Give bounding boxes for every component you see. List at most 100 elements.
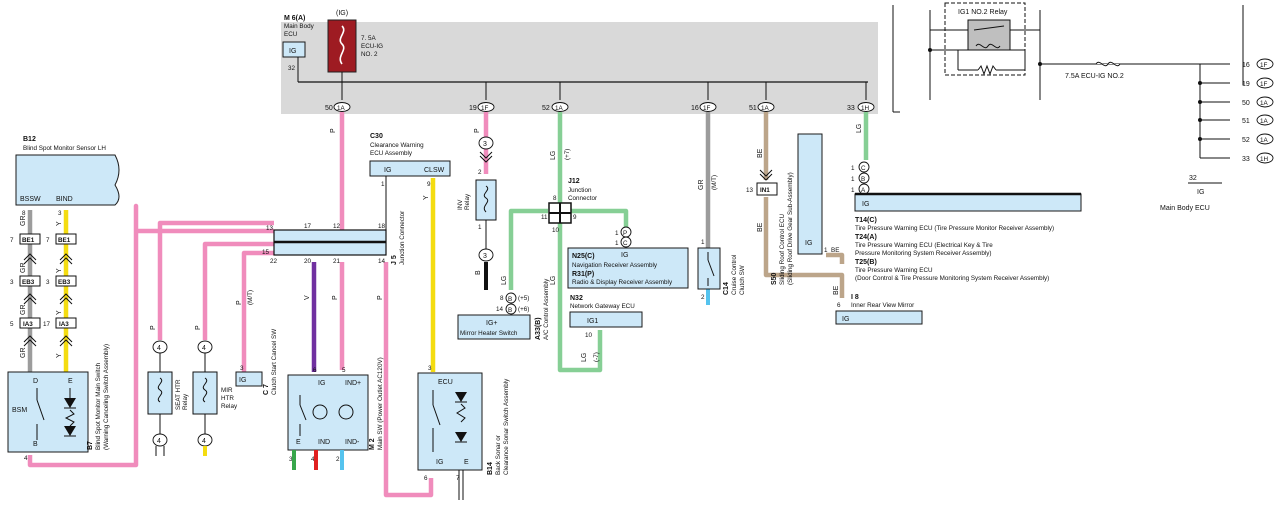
a33-ig: IG+ [486,320,497,327]
n32-id: N32 [570,295,583,302]
svg-text:13: 13 [266,225,274,232]
svg-text:4: 4 [157,345,161,352]
svg-text:4: 4 [202,345,206,352]
n32-pin: 10 [585,332,593,339]
i8-id: I 8 [851,294,859,301]
svg-text:15: 15 [262,249,270,256]
svg-text:IA3: IA3 [23,321,33,328]
out-pin: 52 [542,105,550,112]
inv-relay: 3 2 1 3 INV Relay [457,136,497,262]
main-body-ig-box [282,41,306,58]
svg-text:1: 1 [851,165,855,172]
i8-box [835,310,923,325]
c14-p2: 2 [701,294,705,301]
svg-text:20: 20 [304,258,312,265]
out-pin: 16 [691,105,699,112]
b7-e: E [68,378,73,385]
svg-text:Main Body ECU: Main Body ECU [1160,205,1210,212]
c30-box [369,160,451,177]
c7-box [235,371,263,387]
i8-ig: IG [842,316,849,323]
svg-text:17: 17 [304,223,312,230]
inset-bottom: 32 IG Main Body ECU [1160,175,1222,212]
svg-text:1: 1 [615,240,619,247]
svg-text:1H: 1H [1260,156,1269,163]
b12-inline-connectors: BE1 BE1 7 7 EB3 EB3 3 3 IA3 IA3 5 17 [10,233,77,347]
m2-box [287,374,369,451]
m2-ig: IG [318,380,325,387]
out-pin: 19 [469,105,477,112]
a33-box [457,314,531,340]
c14-name: Cruise Control [731,255,738,295]
main-body-name2: ECU [284,31,298,38]
svg-text:BE: BE [757,222,764,232]
svg-text:P: P [236,300,243,305]
svg-text:3: 3 [289,456,293,463]
main-body-band [281,22,878,114]
m2-switch-icon [299,395,307,436]
b12-pin-bind: BIND [56,196,73,203]
svg-text:C: C [861,165,866,172]
b14-diode-icon [455,392,467,402]
out-conn: 1F [481,105,489,112]
relay-outline [944,2,1026,76]
svg-text:B: B [508,296,512,303]
svg-text:BE1: BE1 [22,237,35,244]
fuse-line1: 7. 5A [361,35,377,42]
b14-id: B14 [487,462,494,475]
svg-text:Y: Y [56,310,63,315]
svg-text:P: P [474,128,481,133]
svg-text:50: 50 [1242,100,1250,107]
j12-id: J12 [568,178,580,185]
svg-text:EB3: EB3 [22,279,35,286]
svg-text:33: 33 [1242,156,1250,163]
j5-id: J 5 [391,255,398,265]
pink-wire-harness [27,112,434,498]
relay-coil-icon [975,43,1001,49]
svg-text:HTR: HTR [221,395,234,402]
svg-text:(M/T): (M/T) [247,290,254,305]
b12-id: B12 [23,136,36,143]
svg-text:1: 1 [615,230,619,237]
green-wire-harness [508,112,629,373]
bus-taps [341,82,867,100]
svg-text:3: 3 [483,253,487,260]
a33-p8: 8 [500,295,504,302]
i8-pin: 6 [837,302,841,309]
b14-e: E [464,459,469,466]
svg-text:C: C [623,240,628,247]
a33-name2: Mirror Heater Switch [460,330,518,337]
svg-text:9: 9 [573,214,577,221]
out-conn: 1A [337,105,346,112]
b7-diode-icon [64,398,76,408]
svg-text:12: 12 [333,223,341,230]
svg-text:LG: LG [550,276,557,285]
inset-panel: IG1 NO.2 Relay 7.5A ECU-IG NO.2 [892,2,1244,158]
b7-b: B [33,441,38,448]
c7-ig: IG [239,377,246,384]
b7-switch-icon [36,388,71,440]
b14-switch-icon [432,390,441,452]
svg-text:GR: GR [20,216,27,227]
svg-text:MIR: MIR [221,387,233,394]
svg-text:11: 11 [541,214,548,221]
svg-text:INV: INV [457,199,464,210]
b14-box [417,372,483,471]
n32-name: Network Gateway ECU [570,303,635,310]
coil-icon [157,377,163,403]
c30-p9: 9 [427,181,431,188]
s50-pin: 1 [824,247,828,254]
svg-text:1A: 1A [1260,100,1269,107]
j5-name: Junction Connector [399,211,406,265]
c14-id: C14 [723,282,730,295]
beige-wire-harness [763,112,845,298]
svg-text:Relay: Relay [464,193,471,210]
svg-text:16: 16 [1242,62,1250,69]
j5-pins: 13 15 17 12 18 22 20 21 14 [262,223,386,265]
svg-text:Relay: Relay [221,403,238,410]
c14-switch-icon [707,252,715,286]
tpms-ig: IG [862,201,869,208]
svg-text:2: 2 [336,456,340,463]
a33-plus5: (+5) [518,295,529,302]
